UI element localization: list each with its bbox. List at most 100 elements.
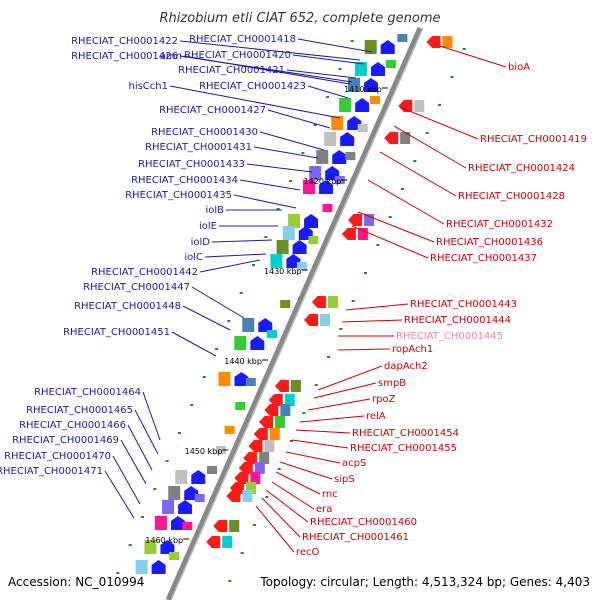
gene-label-left[interactable]: RHECIAT_CH0001423 [199,81,306,92]
gene-label-left[interactable]: RHECIAT_CH0001427 [159,105,266,116]
gene-label-right[interactable]: recO [296,547,320,558]
gene-label-left[interactable]: hisCch1 [128,81,168,92]
gene-segment [224,426,235,434]
gene-label-right[interactable]: RHECIAT_CH0001445 [396,331,503,342]
gene-segment [370,96,381,104]
gene-label-left[interactable]: RHECIAT_CH0001421 [178,65,285,76]
gene-label-right[interactable]: rpoZ [372,394,396,405]
leader-right [255,505,295,553]
gene-arrow-reverse [398,100,413,112]
gene-label-left[interactable]: RHECIAT_CH0001418 [189,34,296,45]
gene-label-right[interactable]: RHECIAT_CH0001436 [436,237,543,248]
gene-label-right[interactable]: RHECIAT_CH0001444 [404,315,511,326]
gene-box-forward [282,226,295,240]
leader-left [134,409,159,455]
gene-label-right[interactable]: era [316,504,332,515]
gene-label-right[interactable]: RHECIAT_CH0001460 [310,517,417,528]
gene-label-left[interactable]: RHECIAT_CH0001464 [34,387,141,398]
marker-dot [290,440,294,442]
genome-backbone [165,26,423,600]
gene-label-right[interactable]: smpB [378,378,406,389]
gene-box-forward [144,540,157,554]
gene-label-right[interactable]: rnc [322,489,338,500]
marker-dot [116,572,120,574]
gene-label-right[interactable]: RHECIAT_CH0001437 [430,253,537,264]
gene-arrow-reverse [206,536,221,548]
gene-label-left[interactable]: RHECIAT_CH0001430 [151,127,258,138]
gene-label-left[interactable]: RHECIAT_CH0001465 [26,405,133,416]
gene-box-forward [339,98,352,112]
gene-label-left[interactable]: iolC [184,252,203,263]
gene-label-left[interactable]: RHECIAT_CH0001426 [71,51,178,62]
leader-left [239,179,301,191]
gene-label-right[interactable]: RHECIAT_CH0001461 [302,532,409,543]
gene-box-reverse [442,36,453,48]
leader-left [142,391,161,441]
gene-label-left[interactable]: iolE [199,221,217,232]
gene-label-left[interactable]: RHECIAT_CH0001431 [145,142,252,153]
leader-left [267,109,331,129]
leader-right [345,303,409,311]
gene-box-reverse [327,296,338,308]
gene-label-left[interactable]: RHECIAT_CH0001469 [12,435,119,446]
gene-label-right[interactable]: ropAch1 [392,344,433,355]
marker-dot [450,76,454,78]
marker-dot [202,376,206,378]
gene-segment [296,262,307,270]
leader-left [259,131,325,151]
gene-label-left[interactable]: RHECIAT_CH0001422 [71,36,178,47]
leader-right [393,125,467,169]
gene-label-right[interactable]: acpS [342,458,366,469]
gene-segment [169,552,180,560]
marker-dot [314,384,318,386]
gene-label-right[interactable]: dapAch2 [384,361,428,372]
gene-segment [245,378,256,386]
gene-label-left[interactable]: RHECIAT_CH0001420 [184,50,291,61]
gene-box-forward [303,180,316,194]
gene-features [135,34,453,574]
gene-box-forward [242,318,255,332]
gene-label-left[interactable]: RHECIAT_CH0001448 [74,301,181,312]
leader-right [307,398,371,411]
marker-dot [302,412,306,414]
gene-label-right[interactable]: RHECIAT_CH0001454 [352,428,459,439]
gene-label-right[interactable]: sipS [334,474,355,485]
tick-label: 1420 kbp [304,177,342,186]
gene-label-left[interactable]: RHECIAT_CH0001434 [131,175,238,186]
gene-label-right[interactable]: RHECIAT_CH0001419 [480,134,587,145]
gene-label-left[interactable]: RHECIAT_CH0001442 [91,267,198,278]
marker-dot [239,292,243,294]
gene-label-right[interactable]: bioA [508,62,530,73]
gene-label-left[interactable]: iolD [191,237,211,248]
leader-left [211,239,273,243]
gene-label-right[interactable]: RHECIAT_CH0001432 [446,219,553,230]
gene-label-right[interactable]: relA [366,411,386,422]
gene-box-forward [218,372,231,386]
leader-left [120,439,147,485]
gene-label-right[interactable]: RHECIAT_CH0001455 [350,443,457,454]
gene-label-left[interactable]: RHECIAT_CH0001466 [19,420,126,431]
leader-left [292,54,365,65]
gene-label-right[interactable]: RHECIAT_CH0001428 [458,191,565,202]
gene-label-left[interactable]: RHECIAT_CH0001435 [125,190,232,201]
gene-label-left[interactable]: iolB [205,205,224,216]
gene-label-left[interactable]: RHECIAT_CH0001447 [83,282,190,293]
gene-label-left[interactable]: RHECIAT_CH0001451 [63,327,170,338]
gene-label-left[interactable]: RHECIAT_CH0001471 [0,466,103,477]
marker-dot [252,264,256,266]
marker-dot [178,432,182,434]
marker-dot [364,272,368,274]
marker-dot [265,496,269,498]
gene-label-right[interactable]: RHECIAT_CH0001424 [468,163,575,174]
gene-arrow-reverse [253,428,268,440]
marker-dot [240,552,244,554]
gene-label-left[interactable]: amn [160,51,182,62]
gene-arrow-forward [340,132,355,146]
gene-arrow-reverse [384,132,399,144]
gene-label-left[interactable]: RHECIAT_CH0001433 [138,159,245,170]
marker-dot [313,124,317,126]
gene-label-right[interactable]: RHECIAT_CH0001443 [410,299,517,310]
gene-arrow-forward [171,516,186,530]
gene-box-forward [276,240,289,254]
gene-label-left[interactable]: RHECIAT_CH0001470 [4,451,111,462]
